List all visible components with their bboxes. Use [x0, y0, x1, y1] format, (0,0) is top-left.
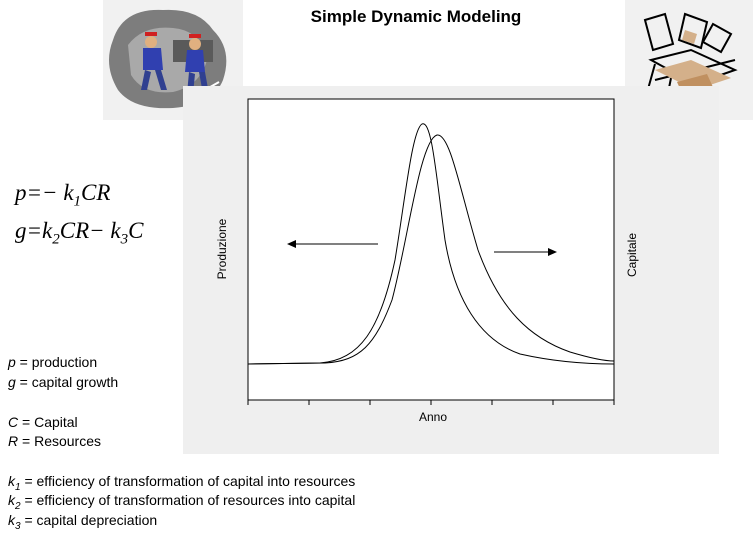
x-axis-ticks — [247, 400, 615, 405]
production-curve — [247, 123, 615, 365]
legend-capital-growth: g = capital growth — [8, 374, 119, 390]
page-title: Simple Dynamic Modeling — [310, 7, 522, 26]
y-axis-label-left: Produzione — [215, 218, 229, 280]
legend-k1: k1 = efficiency of transformation of cap… — [8, 473, 356, 493]
y-axis-label-right: Capitale — [625, 232, 639, 278]
legend-production: p = production — [8, 354, 98, 370]
title-background — [244, 0, 624, 40]
workers-clipart-icon — [103, 0, 243, 120]
arrow-right-icon — [494, 248, 557, 256]
x-axis-label: Anno — [418, 410, 448, 424]
legend-resources: R = Resources — [8, 433, 101, 449]
arrow-left-icon — [287, 240, 378, 248]
capital-curve — [247, 134, 615, 365]
legend-k2: k2 = efficiency of transformation of res… — [8, 492, 356, 512]
legend-k3: k3 = capital depreciation — [8, 512, 158, 532]
equation-capital-growth: g=k2CR− k3C — [15, 218, 144, 248]
plot-frame — [247, 98, 615, 401]
legend-capital: C = Capital — [8, 414, 78, 430]
equation-production: p=− k1CR — [15, 180, 111, 210]
